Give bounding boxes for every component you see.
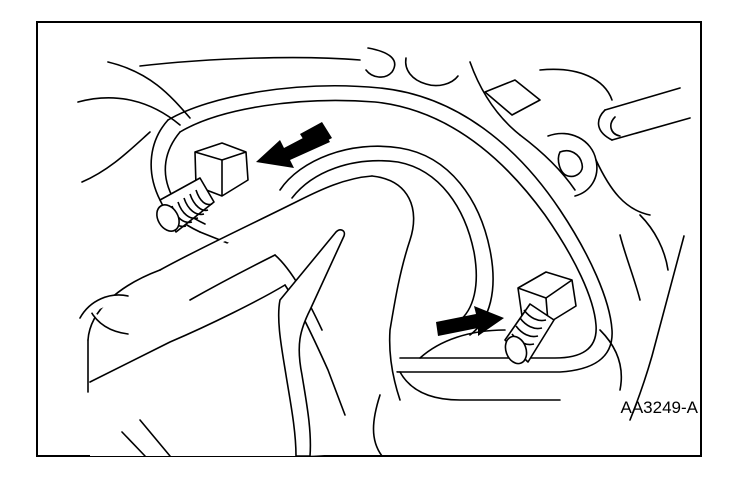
figure-reference-code: AA3249-A <box>620 398 699 417</box>
housing-contours <box>77 47 691 421</box>
hex-bolt-icon <box>156 142 249 233</box>
lower-lines <box>399 329 561 401</box>
bold-arrow-icon <box>256 122 332 168</box>
bold-arrow-icon <box>436 306 504 336</box>
hex-bolt-icon <box>504 271 577 365</box>
pipe-opening <box>279 145 494 336</box>
heat-shield-rod <box>277 229 346 457</box>
